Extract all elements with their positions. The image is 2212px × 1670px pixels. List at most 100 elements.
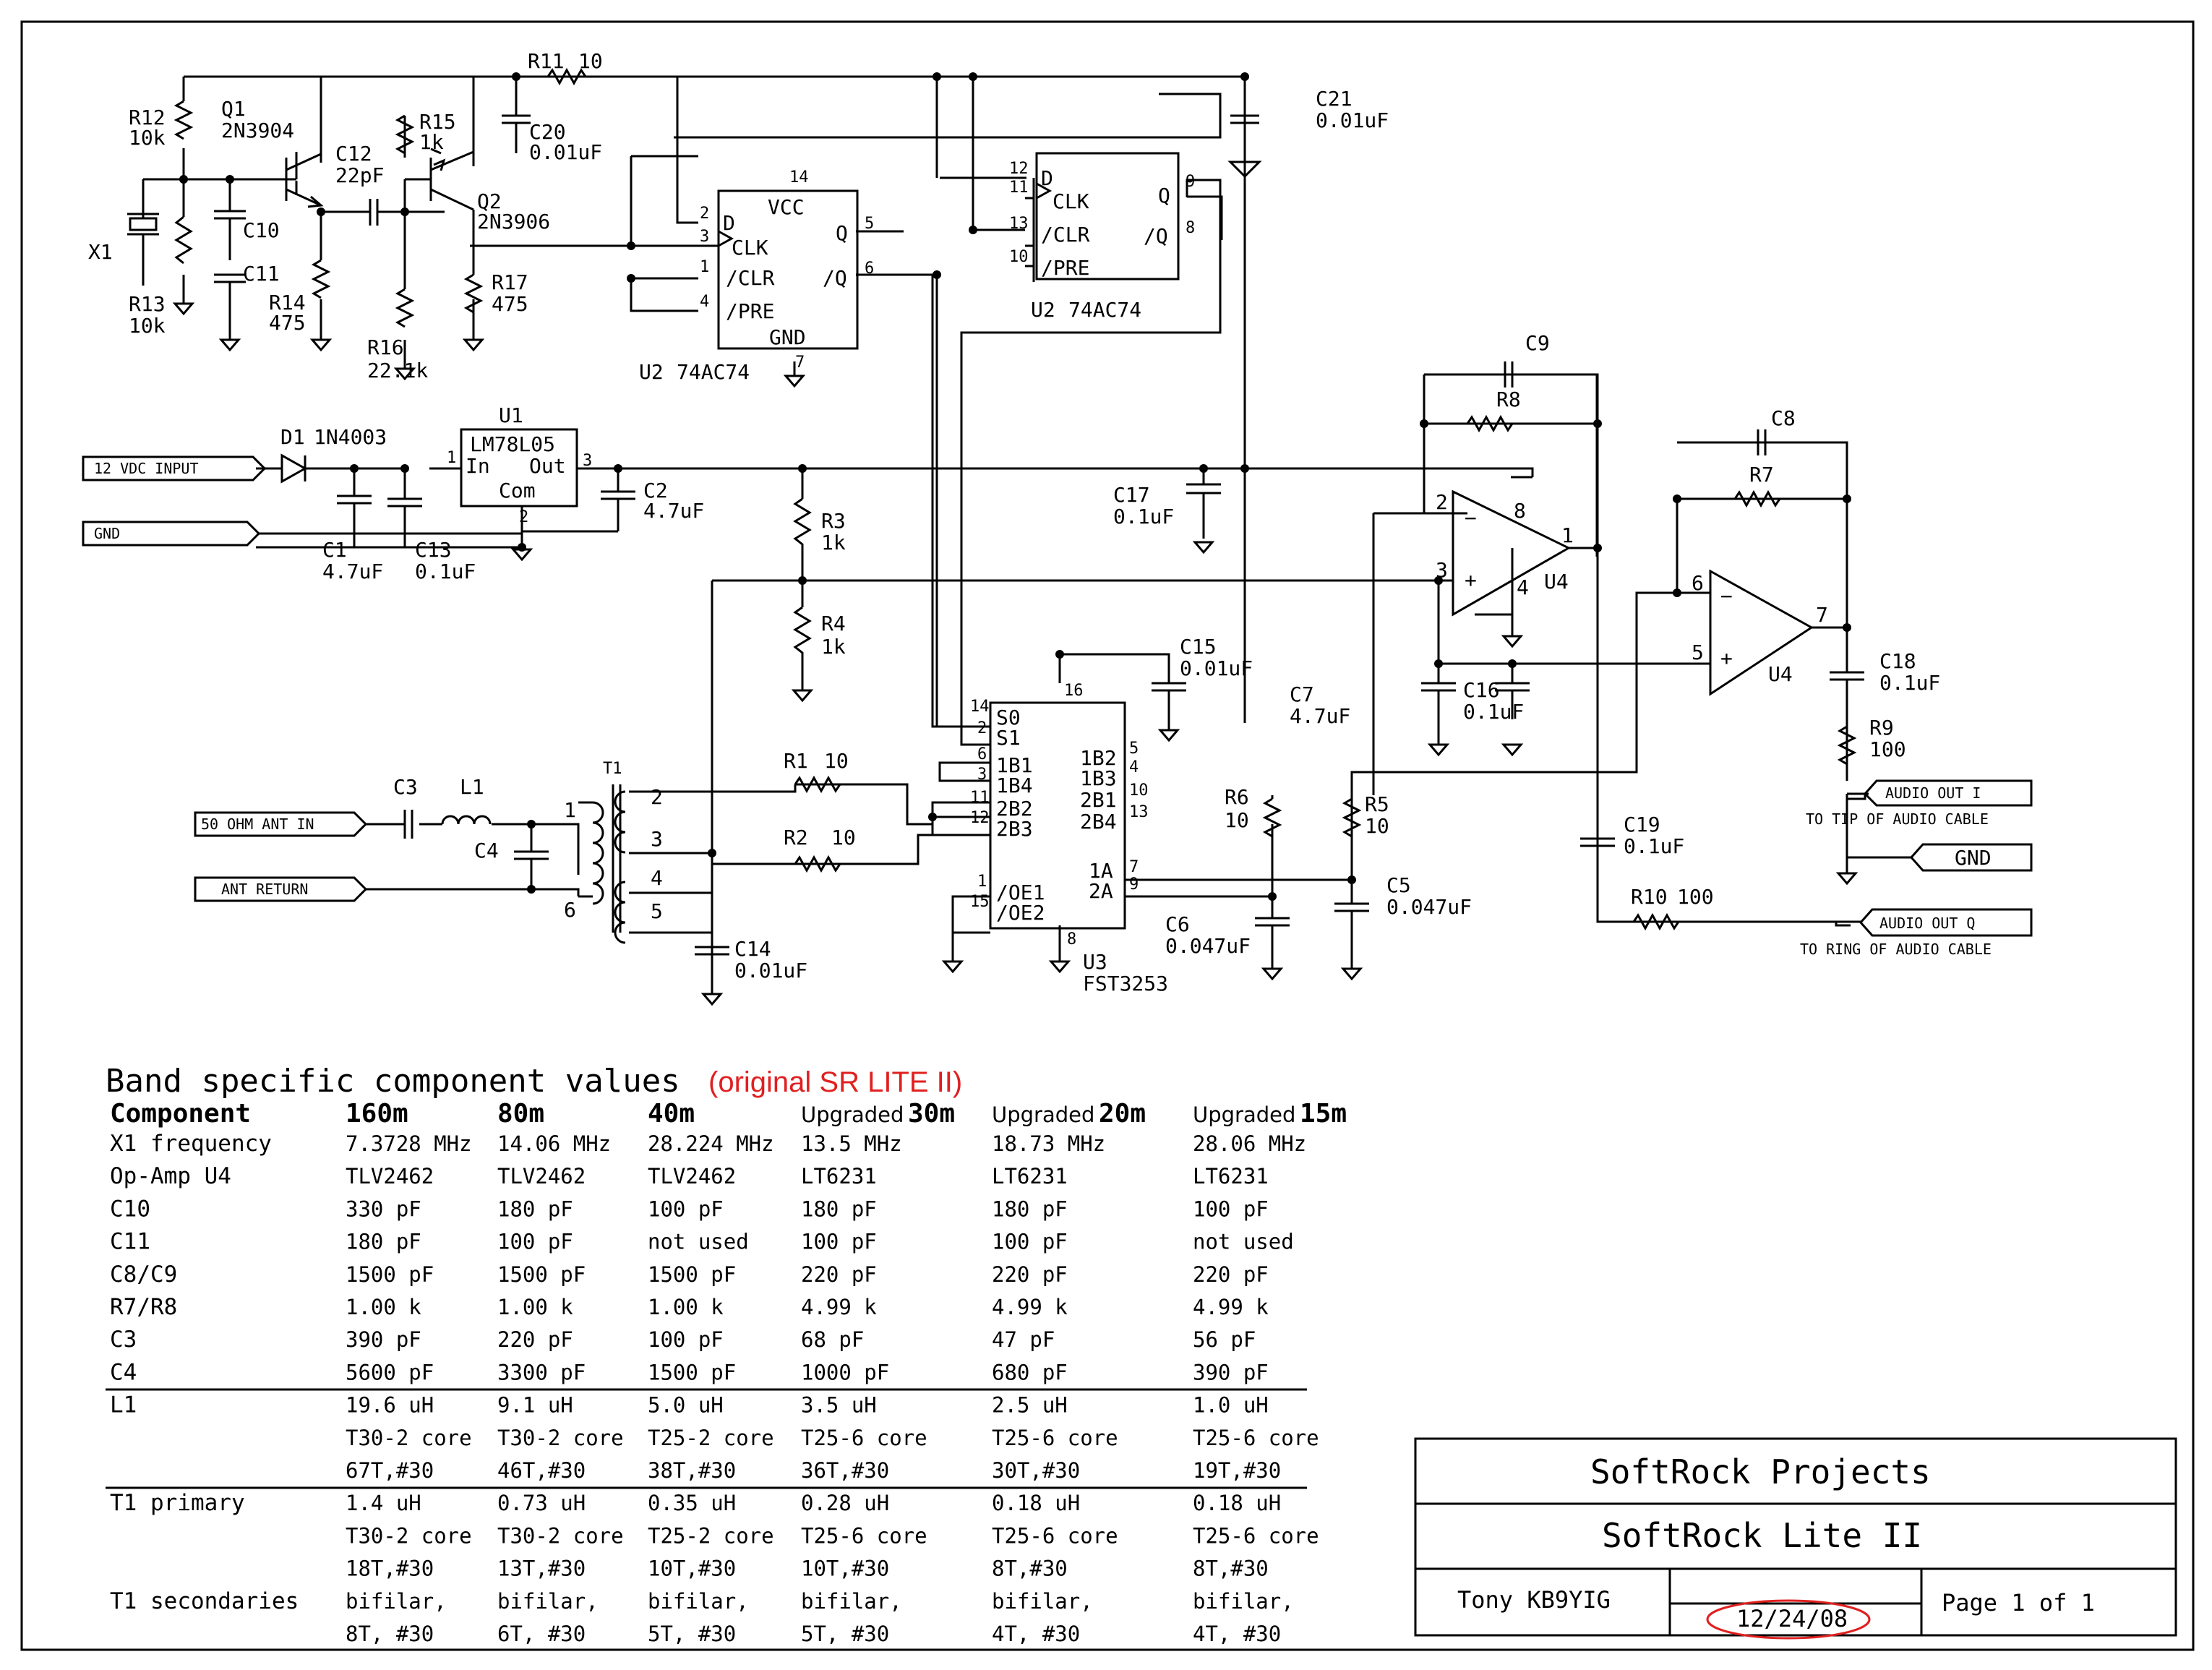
table-row-label: L1 <box>110 1392 137 1418</box>
r9-symbol <box>1837 725 1857 781</box>
u3-symbol <box>989 701 1126 930</box>
r3-value: 1k <box>821 531 846 554</box>
table-cell: 180 pF <box>346 1230 421 1254</box>
c18-value: 0.1uF <box>1879 671 1940 695</box>
u2b-symbol <box>1035 152 1180 281</box>
component-labels: R12 10k Q1 2N3904 X1 C10 C11 R13 10k R14… <box>88 49 1940 995</box>
c14-ref: C14 <box>734 937 771 961</box>
svg-text:6: 6 <box>865 260 874 278</box>
c1-symbol <box>337 494 372 513</box>
audio-q-note: TO RING OF AUDIO CABLE <box>1800 941 1992 958</box>
u4a-symbol <box>1452 489 1572 617</box>
table-row-label: Op-Amp U4 <box>110 1163 231 1189</box>
c21-symbol <box>1230 114 1259 124</box>
c13-value: 0.1uF <box>415 560 476 583</box>
x1-ref: X1 <box>88 240 113 264</box>
table-cell: 1500 pF <box>497 1262 586 1287</box>
r12-symbol <box>173 100 194 140</box>
table-row-label: C8/C9 <box>110 1262 177 1288</box>
svg-text:/CLR: /CLR <box>1041 223 1090 247</box>
table-cell: 28.224 MHz <box>648 1131 774 1156</box>
r13-ref: R13 <box>129 292 166 316</box>
gnd-out-label: GND <box>1955 846 1992 870</box>
svg-text:/OE1: /OE1 <box>996 881 1045 904</box>
table-row-label: C4 <box>110 1359 137 1385</box>
c5-symbol <box>1334 902 1369 918</box>
r2-value: 10 <box>831 826 856 849</box>
svg-text:2: 2 <box>1436 490 1448 514</box>
c20-value: 0.01uF <box>529 140 602 164</box>
table-cell: 38T,#30 <box>648 1458 736 1483</box>
table-cell: T30-2 core <box>497 1523 624 1548</box>
svg-text:D: D <box>1041 166 1053 190</box>
c7-ref: C7 <box>1290 682 1314 706</box>
r6-symbol <box>1262 797 1282 838</box>
table-cell: not used <box>1193 1230 1294 1254</box>
table-cell: 46T,#30 <box>497 1458 586 1483</box>
schematic-symbols <box>82 67 2033 1006</box>
table-cell: TLV2462 <box>648 1164 736 1189</box>
svg-text:4: 4 <box>651 866 663 890</box>
table-cell: 1.00 k <box>497 1295 573 1319</box>
r9-ref: R9 <box>1869 716 1894 740</box>
table-cell: T30-2 core <box>497 1426 624 1450</box>
c18-ref: C18 <box>1879 649 1916 673</box>
svg-text:Q: Q <box>1158 184 1170 207</box>
junction-dots <box>179 72 1851 901</box>
table-cell: LT6231 <box>801 1164 877 1189</box>
table-cell: bifilar, <box>801 1589 902 1614</box>
table-cell: T25-2 core <box>648 1426 774 1450</box>
table-row-label: T1 primary <box>110 1490 245 1516</box>
table-cell: 0.35 uH <box>648 1491 736 1515</box>
c2-value: 4.7uF <box>643 499 704 523</box>
svg-text:D: D <box>723 211 735 235</box>
ant-return-label: ANT RETURN <box>221 881 308 898</box>
table-cell: 330 pF <box>346 1196 421 1221</box>
svg-text:8: 8 <box>1514 499 1526 523</box>
project-name: SoftRock Lite II <box>1602 1516 1922 1555</box>
table-cell: 9.1 uH <box>497 1393 573 1418</box>
table-cell: 390 pF <box>346 1327 421 1352</box>
table-cell: 18T,#30 <box>346 1556 434 1581</box>
c13-ref: C13 <box>415 538 452 562</box>
r13-symbol <box>174 215 193 265</box>
title-block: SoftRock Projects SoftRock Lite II Tony … <box>1414 1437 2177 1640</box>
svg-text:1B2: 1B2 <box>1080 746 1117 770</box>
table-cell: T25-6 core <box>1193 1523 1319 1548</box>
u2b-value: 74AC74 <box>1068 298 1141 322</box>
page-number: Page 1 of 1 <box>1942 1589 2095 1617</box>
svg-text:12: 12 <box>1009 160 1029 178</box>
u4b-symbol <box>1709 569 1814 696</box>
table-cell: 100 pF <box>992 1230 1068 1254</box>
ant-return-connector <box>194 876 376 902</box>
r17-symbol <box>463 273 484 314</box>
r13-value: 10k <box>129 314 166 338</box>
r11-symbol <box>546 67 587 86</box>
svg-text:7: 7 <box>795 354 805 372</box>
r17-ref: R17 <box>492 270 528 294</box>
table-cell: 3300 pF <box>497 1360 586 1384</box>
r8-ref: R8 <box>1496 387 1521 411</box>
svg-text:2: 2 <box>519 508 528 526</box>
table-cell: T25-6 core <box>1193 1426 1319 1450</box>
table-cell: 0.28 uH <box>801 1491 889 1515</box>
svg-text:3: 3 <box>700 228 709 246</box>
c16-symbol <box>1495 664 1530 719</box>
c6-ref: C6 <box>1165 912 1190 936</box>
table-cell: T25-6 core <box>801 1523 927 1548</box>
svg-text:2B1: 2B1 <box>1080 788 1117 812</box>
svg-text:/PRE: /PRE <box>1041 256 1089 280</box>
r4-ref: R4 <box>821 612 846 635</box>
table-note: (original SR LITE II) <box>708 1066 962 1098</box>
r6-value: 10 <box>1225 808 1249 832</box>
org-name: SoftRock Projects <box>1590 1452 1931 1491</box>
c4-symbol <box>514 850 549 875</box>
table-row-label: C11 <box>110 1229 150 1255</box>
table-cell: T25-6 core <box>801 1426 927 1450</box>
c3-ref: C3 <box>393 775 418 799</box>
header-80m: 80m <box>497 1099 544 1129</box>
table-cell: 5.0 uH <box>648 1393 724 1418</box>
header-20m-prefix: Upgraded <box>992 1102 1094 1127</box>
